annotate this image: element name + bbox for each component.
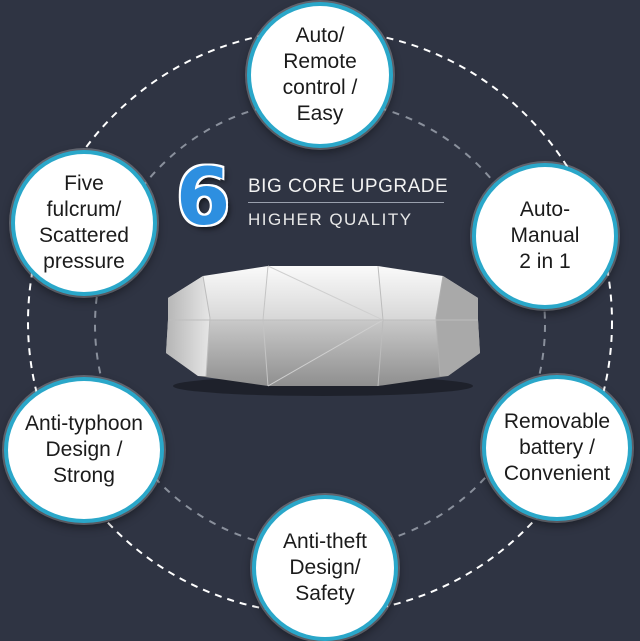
feature-bubble-anti-typhoon: Anti-typhoon Design / Strong (4, 377, 164, 523)
feature-text: Five fulcrum/ Scattered pressure (39, 172, 129, 273)
feature-text: Removable battery / Convenient (503, 410, 611, 485)
headline-divider (248, 202, 444, 203)
feature-bubble-auto-manual: Auto- Manual 2 in 1 (472, 163, 618, 309)
headline-line2: HIGHER QUALITY (248, 210, 413, 229)
car-umbrella-image (166, 265, 480, 396)
headline-number: 6 (176, 153, 231, 243)
feature-text: Anti-typhoon Design / Strong (25, 412, 143, 487)
feature-bubble-anti-theft: Anti-theft Design/ Safety (252, 495, 398, 641)
feature-bubble-five-fulcrum: Five fulcrum/ Scattered pressure (11, 150, 157, 296)
feature-bubble-removable-battery: Removable battery / Convenient (482, 375, 632, 521)
feature-text: Auto/ Remote control / Easy (282, 24, 358, 125)
feature-bubble-remote-control: Auto/ Remote control / Easy (247, 2, 393, 148)
feature-text: Anti-theft Design/ Safety (282, 530, 368, 605)
feature-text: Auto- Manual 2 in 1 (510, 198, 580, 273)
headline-line1: BIG CORE UPGRADE (248, 176, 449, 197)
headline: 6 BIG CORE UPGRADE HIGHER QUALITY (176, 158, 466, 240)
